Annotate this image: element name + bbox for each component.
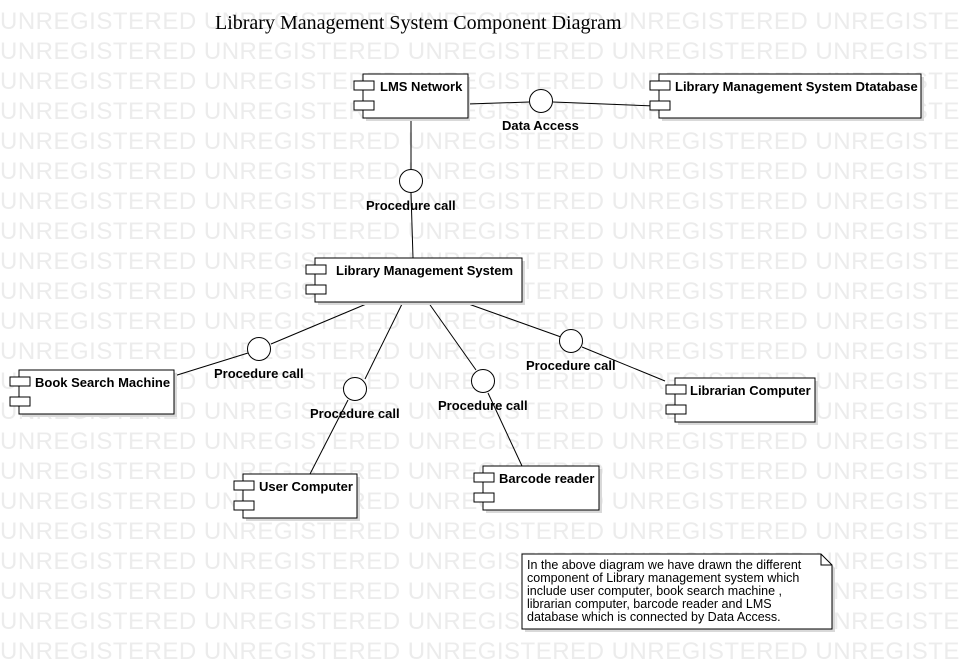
component-label: Library Management System Dtatabase: [675, 79, 918, 94]
line-lms-proc-barcode: [427, 301, 477, 371]
component-icon: [649, 100, 671, 111]
component-icon: [305, 284, 327, 295]
component-icon: [353, 80, 375, 91]
label-data-access: Data Access: [502, 118, 579, 133]
label-proc-barcode: Procedure call: [438, 398, 528, 413]
label-proc-book: Procedure call: [214, 366, 304, 381]
connection-lines: [173, 101, 666, 475]
line-lms-proc-user: [364, 301, 404, 380]
note-line: In the above diagram we have drawn the d…: [527, 558, 802, 572]
component-icon: [665, 404, 687, 415]
line-proc-book: [173, 352, 249, 377]
component-label: Barcode reader: [499, 471, 594, 486]
component-icon: [473, 492, 495, 503]
label-proc-user: Procedure call: [310, 406, 400, 421]
line-network-dataaccess: [467, 101, 530, 105]
component-icon: [233, 480, 255, 491]
component-barcode-reader[interactable]: Barcode reader: [473, 465, 602, 513]
component-label: LMS Network: [380, 79, 463, 94]
line-proc-barcode: [487, 392, 523, 467]
interface-proc-user: [343, 377, 367, 401]
diagram-title: Library Management System Component Diag…: [215, 12, 622, 34]
interface-proc-network: [399, 169, 423, 193]
component-icon: [9, 396, 31, 407]
label-proc-network: Procedure call: [366, 198, 456, 213]
line-proc-user: [309, 399, 349, 475]
component-label: Book Search Machine: [35, 375, 170, 390]
component-label: Library Management System: [336, 263, 513, 278]
line-proc-librarian: [581, 346, 666, 382]
diagram-note[interactable]: In the above diagram we have drawn the d…: [521, 553, 835, 632]
interface-proc-barcode: [471, 369, 495, 393]
interface-data-access: [529, 89, 553, 113]
component-icon: [665, 384, 687, 395]
line-dataaccess-database: [552, 101, 656, 107]
component-icon: [473, 472, 495, 483]
component-icon: [353, 100, 375, 111]
component-user-computer[interactable]: User Computer: [233, 473, 360, 521]
component-library-management-system[interactable]: Library Management System: [305, 257, 525, 305]
component-icon: [649, 80, 671, 91]
component-icon: [305, 264, 327, 275]
component-lms-network[interactable]: LMS Network: [353, 73, 470, 121]
line-lms-proc-book: [270, 301, 372, 345]
line-lms-proc-librarian: [462, 301, 562, 338]
component-book-search-machine[interactable]: Book Search Machine: [9, 369, 177, 417]
label-proc-librarian: Procedure call: [526, 358, 616, 373]
component-lms-database[interactable]: Library Management System Dtatabase: [649, 73, 924, 121]
line-proc-lms: [410, 192, 414, 259]
interfaces: [247, 89, 583, 401]
note-line: include user computer, book search machi…: [527, 584, 782, 598]
interface-proc-book: [247, 337, 271, 361]
note-line: component of Library management system w…: [527, 571, 799, 585]
component-librarian-computer[interactable]: Librarian Computer: [665, 377, 818, 425]
component-label: User Computer: [259, 479, 353, 494]
component-icon: [9, 376, 31, 387]
note-line: database which is connected by Data Acce…: [527, 610, 781, 624]
component-icon: [233, 500, 255, 511]
note-line: librarian computer, barcode reader and L…: [527, 597, 772, 611]
component-label: Librarian Computer: [690, 383, 811, 398]
interface-proc-librarian: [559, 329, 583, 353]
